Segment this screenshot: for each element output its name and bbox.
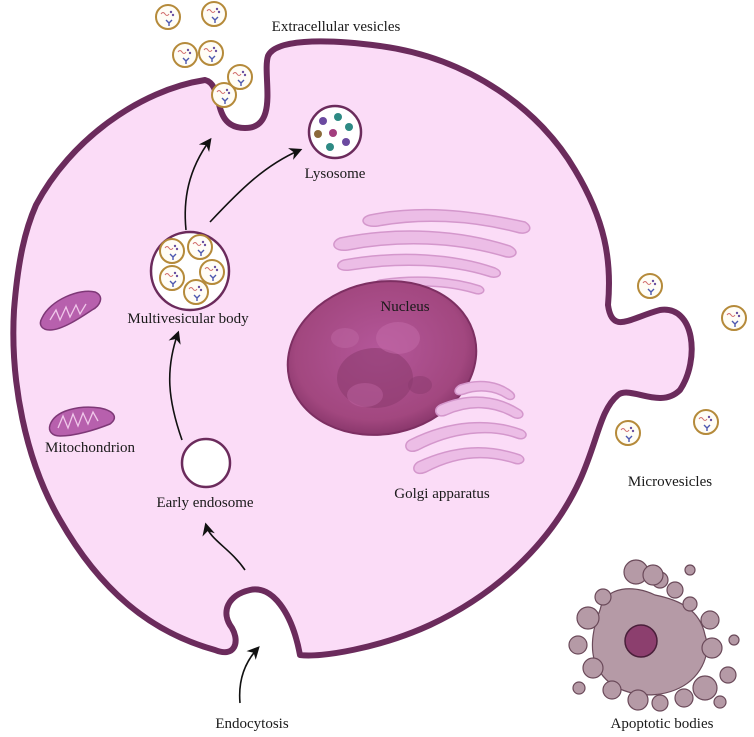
mitochondrion-lower xyxy=(48,406,116,437)
nucleus-label: Nucleus xyxy=(380,299,429,315)
endocytosis-label: Endocytosis xyxy=(215,716,288,732)
golgi-apparatus-lower xyxy=(405,380,527,474)
extracellular-vesicles-label: Extracellular vesicles xyxy=(272,19,401,35)
apoptotic-bodies-label: Apoptotic bodies xyxy=(611,716,714,732)
nucleus: Nucleus xyxy=(286,280,478,436)
pathway-arrows xyxy=(168,137,303,704)
multivesicular-body xyxy=(149,230,231,312)
early-endosome-label: Early endosome xyxy=(156,495,253,511)
lysosome xyxy=(307,104,363,160)
microvesicles-label: Microvesicles xyxy=(628,474,712,490)
mitochondrion-upper xyxy=(39,290,102,331)
mitochondrion-label: Mitochondrion xyxy=(45,440,135,456)
lysosome-label: Lysosome xyxy=(305,166,366,182)
apoptotic-body-core xyxy=(624,624,658,658)
early-endosome xyxy=(180,437,232,489)
golgi-apparatus-label: Golgi apparatus xyxy=(394,486,490,502)
multivesicular-body-label: Multivesicular body xyxy=(127,311,249,327)
